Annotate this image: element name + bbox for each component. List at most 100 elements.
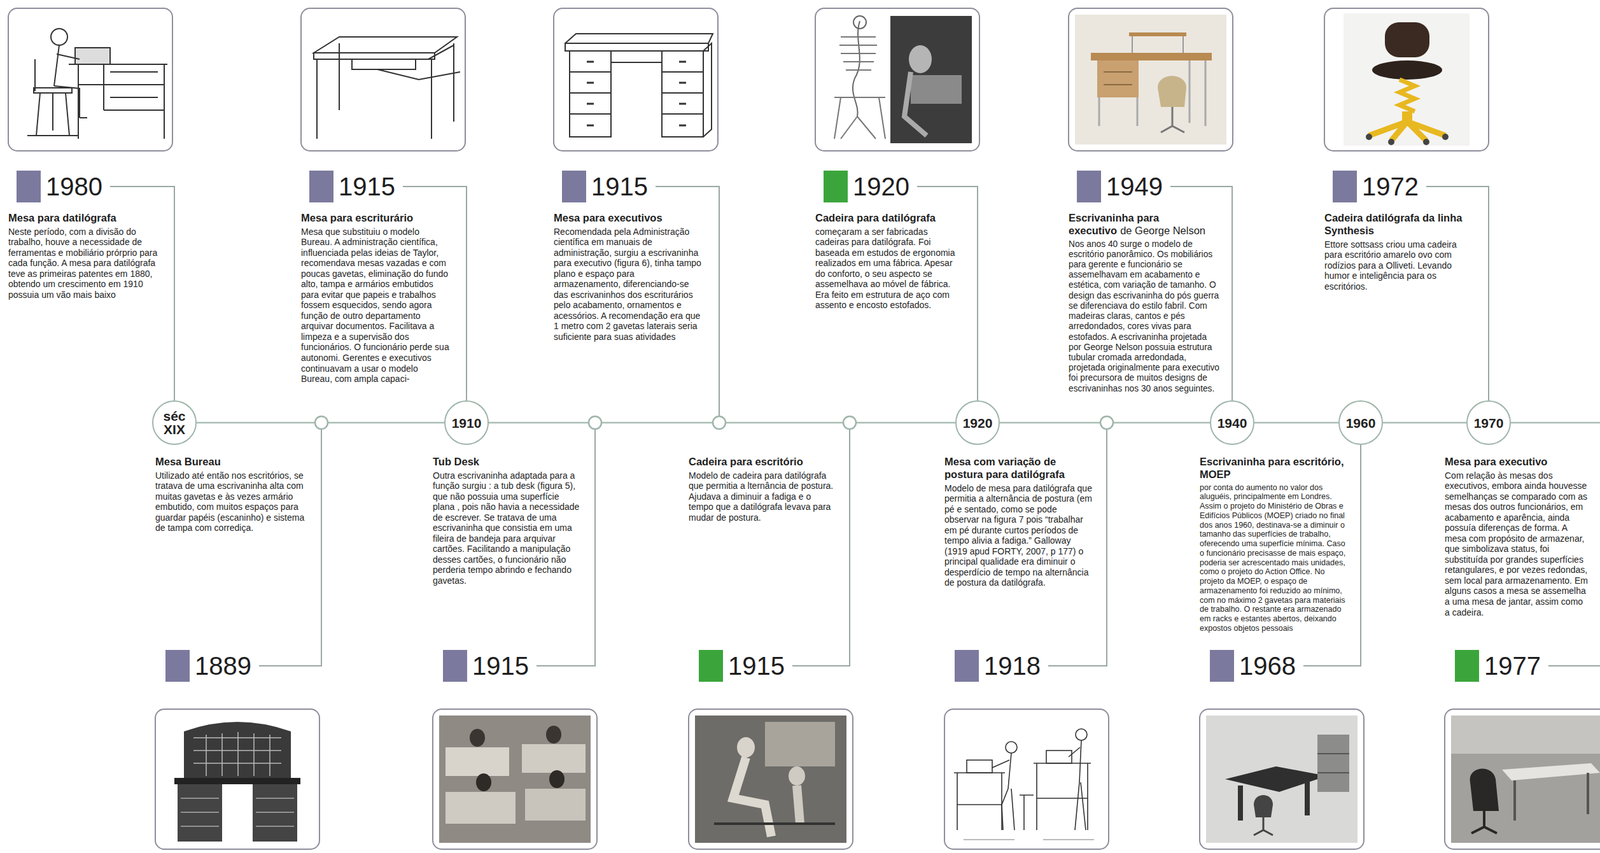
tub-desk-photo-part — [445, 791, 516, 824]
heading-text: Mesa com variação de postura para datiló… — [944, 455, 1065, 480]
year-block: 1972 — [1332, 170, 1419, 203]
moep-desk-photo-part — [1237, 785, 1243, 821]
executive-desk-sketch — [553, 8, 718, 151]
typist-chair-study-part — [904, 71, 927, 136]
entry-heading: Mesa para executivo — [1444, 455, 1589, 469]
clerk-desk-sketch-part — [377, 69, 461, 80]
typist-desk-sketch-part — [68, 64, 168, 139]
year-block: 1915 — [309, 170, 396, 203]
tub-desk-photo-part — [432, 708, 597, 850]
entry-body: começaram a ser fabricadas cadeiras para… — [815, 226, 963, 311]
circle-label: 1920 — [962, 416, 993, 430]
entry-heading: Cadeira para datilógrafa — [815, 211, 963, 225]
tub-desk-photo — [432, 708, 597, 850]
year-label: 1915 — [591, 170, 648, 203]
entry-heading: Escrivaninha para executivode George Nel… — [1068, 211, 1221, 238]
tub-desk-photo-part — [476, 773, 492, 792]
nelson-desk-photo-part — [1074, 14, 1227, 145]
moep-desk-photo-part — [1253, 817, 1273, 836]
posture-desk-sketch-part — [992, 752, 1034, 830]
moep-desk-photo-part — [1304, 780, 1310, 816]
executive-desk-sketch-part — [565, 33, 713, 44]
entry-heading: Mesa com variação de postura para datiló… — [944, 455, 1093, 482]
synthesis-chair-photo-part — [1365, 133, 1373, 141]
nelson-desk-photo-part — [1160, 106, 1185, 133]
nelson-desk-photo-part — [1129, 32, 1187, 37]
tub-desk-photo-part — [439, 715, 591, 843]
entry-body: Com relação às mesas dos executivos, emb… — [1444, 470, 1589, 618]
bureau-desk-engraving-part — [174, 777, 301, 785]
posture-desk-sketch-part — [1075, 728, 1088, 741]
executive-desk-sketch-part — [553, 8, 718, 151]
entry-heading: Mesa para datilógrafa — [8, 211, 158, 225]
leader-line — [110, 186, 175, 401]
moep-desk-photo — [1199, 708, 1364, 850]
posture-desk-sketch-part — [944, 708, 1109, 850]
executive-table-photo-part — [1471, 810, 1497, 834]
leader-line — [259, 428, 322, 666]
posture-desk-sketch-part — [1046, 750, 1072, 764]
entry-heading: Mesa Bureau — [155, 455, 305, 469]
nelson-desk-photo-part — [1132, 36, 1184, 53]
posture-desk-sketch-part — [1005, 741, 1018, 753]
synthesis-chair-photo-part — [1372, 60, 1443, 80]
tub-desk-photo-part — [546, 725, 562, 744]
typist-desk-sketch-part — [75, 47, 111, 65]
year-label: 1949 — [1106, 170, 1163, 203]
year-marker — [16, 170, 41, 203]
synthesis-chair-photo-part — [1442, 133, 1449, 141]
moep-desk-photo-part — [1199, 708, 1364, 850]
bureau-desk-engraving-part — [193, 731, 282, 776]
executive-table-photo-part — [1451, 715, 1600, 843]
typist-chair-study — [815, 8, 980, 151]
timeline-dot — [712, 416, 726, 429]
year-marker — [309, 170, 334, 203]
posture-desk-sketch-part — [966, 759, 993, 773]
nelson-desk-photo-part — [1099, 60, 1206, 127]
year-marker — [1076, 170, 1102, 203]
moep-desk-photo-part — [1317, 753, 1350, 773]
timeline-segment — [1254, 421, 1339, 424]
year-label: 1968 — [1239, 649, 1296, 682]
synthesis-chair-photo-part — [1423, 138, 1430, 146]
circle-label: 1960 — [1346, 416, 1376, 430]
heading-text: Cadeira datilógrafa da linha Synthesis — [1324, 211, 1462, 237]
year-block: 1977 — [1454, 649, 1541, 682]
circle-label: séc XIX — [155, 409, 194, 436]
executive-table-photo-part — [1514, 772, 1588, 821]
timeline-dot — [1100, 416, 1114, 429]
clerk-desk-sketch-part — [351, 59, 416, 70]
typist-chair-study-part — [908, 45, 932, 74]
heading-text: Mesa para datilógrafa — [8, 211, 117, 224]
executive-table-photo-part — [1451, 715, 1600, 754]
bureau-desk-engraving-part — [177, 784, 223, 842]
year-label: 1972 — [1361, 170, 1419, 203]
year-block: 1949 — [1076, 170, 1163, 203]
tub-desk-photo-part — [521, 743, 586, 773]
timeline-circle: 1910 — [444, 400, 489, 445]
year-marker — [165, 649, 190, 682]
office-chair-photo-part — [688, 708, 853, 850]
executive-desk-sketch-part — [586, 61, 687, 126]
leader-lines — [110, 186, 1600, 666]
year-label: 1920 — [852, 170, 910, 203]
circle-label: 1910 — [451, 416, 482, 430]
year-block: 1915 — [442, 649, 529, 682]
year-marker — [698, 649, 723, 682]
typist-desk-sketch — [8, 8, 173, 151]
year-label: 1918 — [983, 649, 1041, 682]
typist-chair-study-part — [910, 75, 962, 104]
posture-desk-sketch-part — [963, 839, 1095, 841]
entry-heading: Cadeira para escritório — [688, 455, 837, 469]
synthesis-chair-photo-part — [1384, 22, 1430, 58]
timeline-circle: 1920 — [955, 400, 1000, 445]
year-marker — [442, 649, 468, 682]
posture-desk-sketch-part — [1068, 740, 1086, 830]
entry-body: Modelo de mesa para datilógrafa que perm… — [944, 483, 1093, 589]
heading-text: Cadeira para datilógrafa — [815, 211, 936, 224]
timeline-tail — [1510, 421, 1600, 424]
typist-desk-sketch-part — [54, 45, 88, 118]
timeline-circle: 1960 — [1338, 400, 1383, 445]
year-label: 1915 — [472, 649, 529, 682]
